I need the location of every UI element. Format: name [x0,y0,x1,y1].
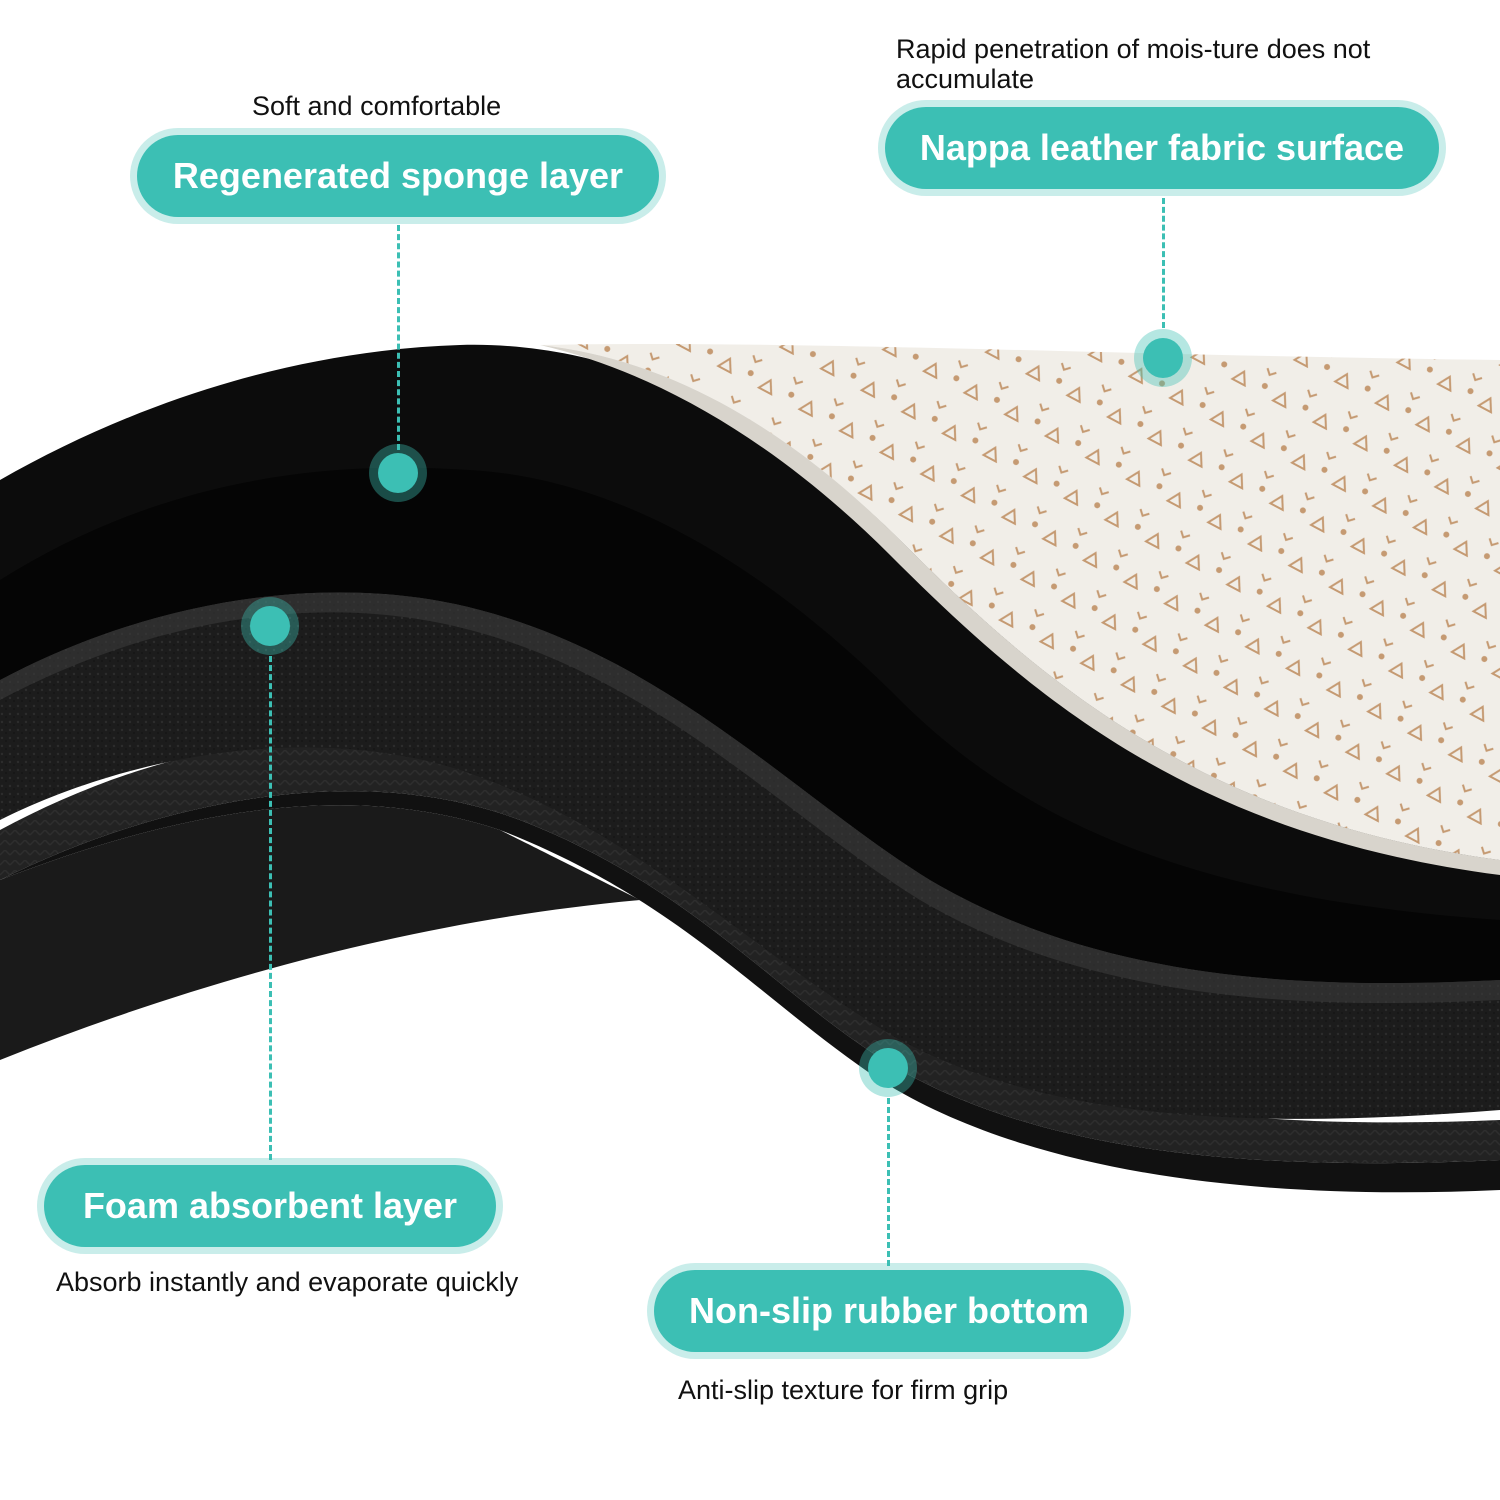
foam-marker-dot [250,606,290,646]
foam-caption: Absorb instantly and evaporate quickly [56,1267,519,1297]
foam-layer-label: Foam absorbent layer [44,1165,496,1247]
nappa-surface-label: Nappa leather fabric surface [885,107,1439,189]
foam-layer [0,592,1500,1119]
foam-connector-line [269,656,272,1160]
nappa-caption: Rapid penetration of mois-ture does not … [896,34,1371,94]
sponge-marker-dot [378,453,418,493]
nappa-marker-dot [1143,338,1183,378]
rubber-marker-dot [868,1048,908,1088]
rubber-bottom-label: Non-slip rubber bottom [654,1270,1124,1352]
nappa-connector-line [1162,198,1165,328]
sponge-layer-label: Regenerated sponge layer [137,135,659,217]
rubber-connector-line [887,1098,890,1266]
sponge-connector-line [397,225,400,450]
nappa-fabric-surface [540,343,1500,861]
sponge-caption: Soft and comfortable [252,91,502,121]
rubber-caption: Anti-slip texture for firm grip [678,1375,1009,1405]
